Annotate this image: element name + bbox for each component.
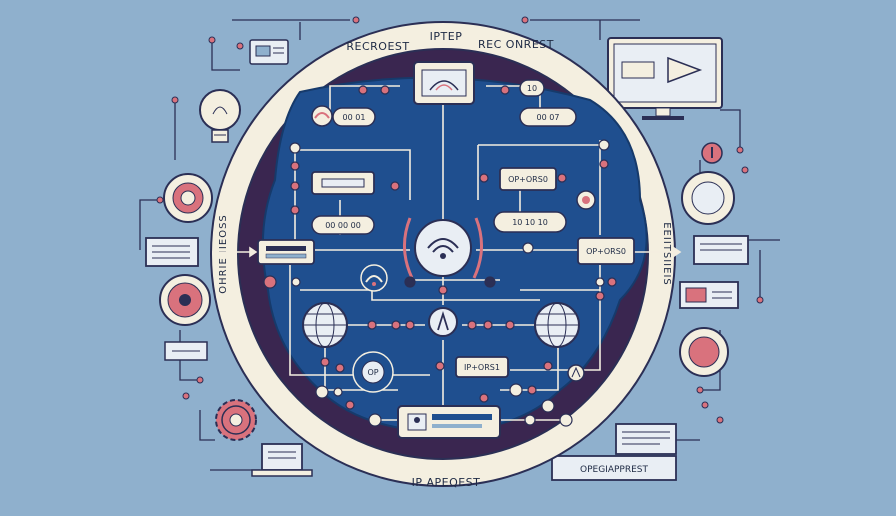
- right-node-box-upper: OP+ORS0: [499, 167, 557, 191]
- desktop-monitor-icon: [607, 37, 723, 120]
- right-target-node: [576, 190, 596, 210]
- browser-window-icon: [249, 39, 289, 65]
- side-arrows: [212, 246, 682, 258]
- ring-label-top-middle: IPTEP: [430, 30, 463, 43]
- tablet-right-icon: [679, 281, 739, 309]
- ring-label-left: OHRIE IIEOSS: [218, 214, 229, 294]
- bottom-op-label: OP: [367, 368, 378, 377]
- gear-icon: [215, 399, 257, 441]
- globe-right-icon: [534, 302, 580, 348]
- center-bottom-box: IP+ORS1: [455, 356, 509, 378]
- speaker-disc-right-icon: [681, 171, 735, 225]
- ring-label-top-right: REC ONREST: [478, 38, 554, 51]
- top-right-pills: 00 07: [519, 107, 577, 127]
- ring-label-bottom: IP APEQEST: [412, 476, 481, 489]
- lightbulb-icon: [199, 89, 241, 143]
- top-left-pills: 00 01: [332, 107, 376, 127]
- left-pill-row-label: 00 00 00: [325, 221, 361, 230]
- right-node-upper-label: OP+ORS0: [508, 175, 548, 184]
- right-pill-row: 10 10 10: [493, 211, 567, 233]
- left-pill-row: 00 00 00: [311, 215, 375, 235]
- badge-label: OPEGIAPPREST: [580, 465, 648, 475]
- wifi-small-left-icon: [311, 105, 333, 127]
- globe-left-icon: [302, 302, 348, 348]
- top-right-pill-label: 00 07: [537, 113, 560, 122]
- left-node-box: [311, 171, 375, 195]
- bottom-right-node: [567, 364, 585, 382]
- ring-label-right: EEIITSIIEIS: [661, 222, 672, 286]
- bottom-op-circle: OP: [352, 351, 394, 393]
- right-node-box-lower: OP+ORS0: [577, 237, 635, 265]
- document-panel-icon: [615, 423, 677, 455]
- top-right-pill-single: 10: [519, 79, 545, 97]
- outer-wire-dots: [156, 16, 764, 424]
- right-pill-row-label: 10 10 10: [512, 218, 548, 227]
- monitor-right-icon: [693, 235, 749, 265]
- laptop-icon: [251, 443, 313, 477]
- wifi-small-center-icon: [360, 264, 388, 292]
- left-switch-box: [257, 239, 315, 265]
- junction-nodes: [263, 85, 617, 427]
- compass-node-icon: [428, 307, 458, 337]
- badge-box: OPEGIAPPREST: [551, 455, 677, 481]
- router-screen: [413, 61, 475, 105]
- speaker-disc-left-icon: [163, 173, 213, 223]
- alert-node-icon: [701, 142, 723, 164]
- small-panel-left-icon: [164, 341, 208, 361]
- speaker-disc-lower-right-icon: [679, 327, 729, 377]
- ring-label-top-left: RECROEST: [346, 40, 409, 53]
- right-node-lower-label: OP+ORS0: [586, 247, 626, 256]
- wifi-hub-icon: [403, 217, 483, 279]
- monitor-left-icon: [145, 237, 199, 267]
- speaker-disc-lower-left-icon: [159, 274, 211, 326]
- bottom-user-panel: [397, 405, 501, 439]
- top-left-pill-label: 00 01: [343, 113, 366, 122]
- top-right-single-label: 10: [527, 84, 537, 93]
- center-bottom-label: IP+ORS1: [464, 363, 500, 372]
